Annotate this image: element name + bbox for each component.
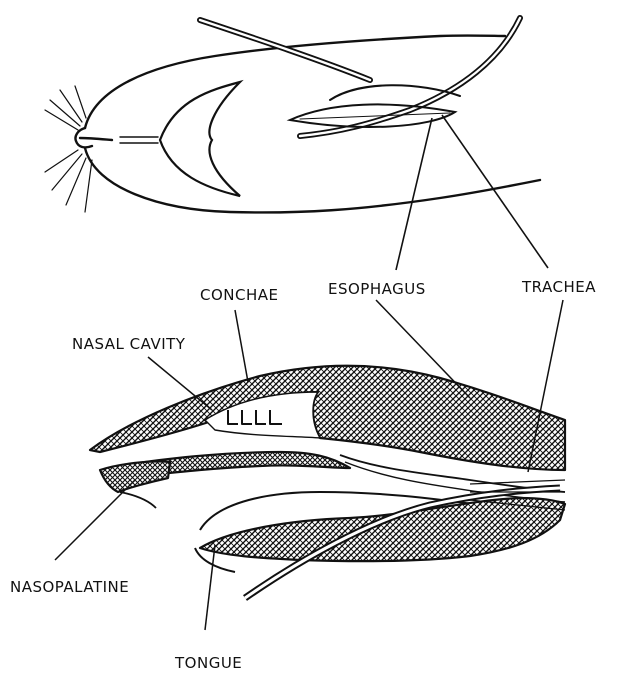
label-conchae: CONCHAE bbox=[200, 286, 279, 304]
label-tongue: TONGUE bbox=[174, 654, 242, 672]
label-esophagus: ESOPHAGUS bbox=[328, 280, 426, 298]
tongue-shape bbox=[200, 498, 565, 561]
label-nasal-cavity: NASAL CAVITY bbox=[72, 335, 186, 353]
label-nasopalatine: NASOPALATINE bbox=[10, 578, 129, 596]
nasopalatine-shape bbox=[100, 461, 170, 492]
nasal-wall bbox=[90, 366, 565, 470]
sagittal-view bbox=[90, 366, 565, 598]
label-trachea: TRACHEA bbox=[521, 278, 596, 296]
top-view-head bbox=[45, 18, 540, 212]
